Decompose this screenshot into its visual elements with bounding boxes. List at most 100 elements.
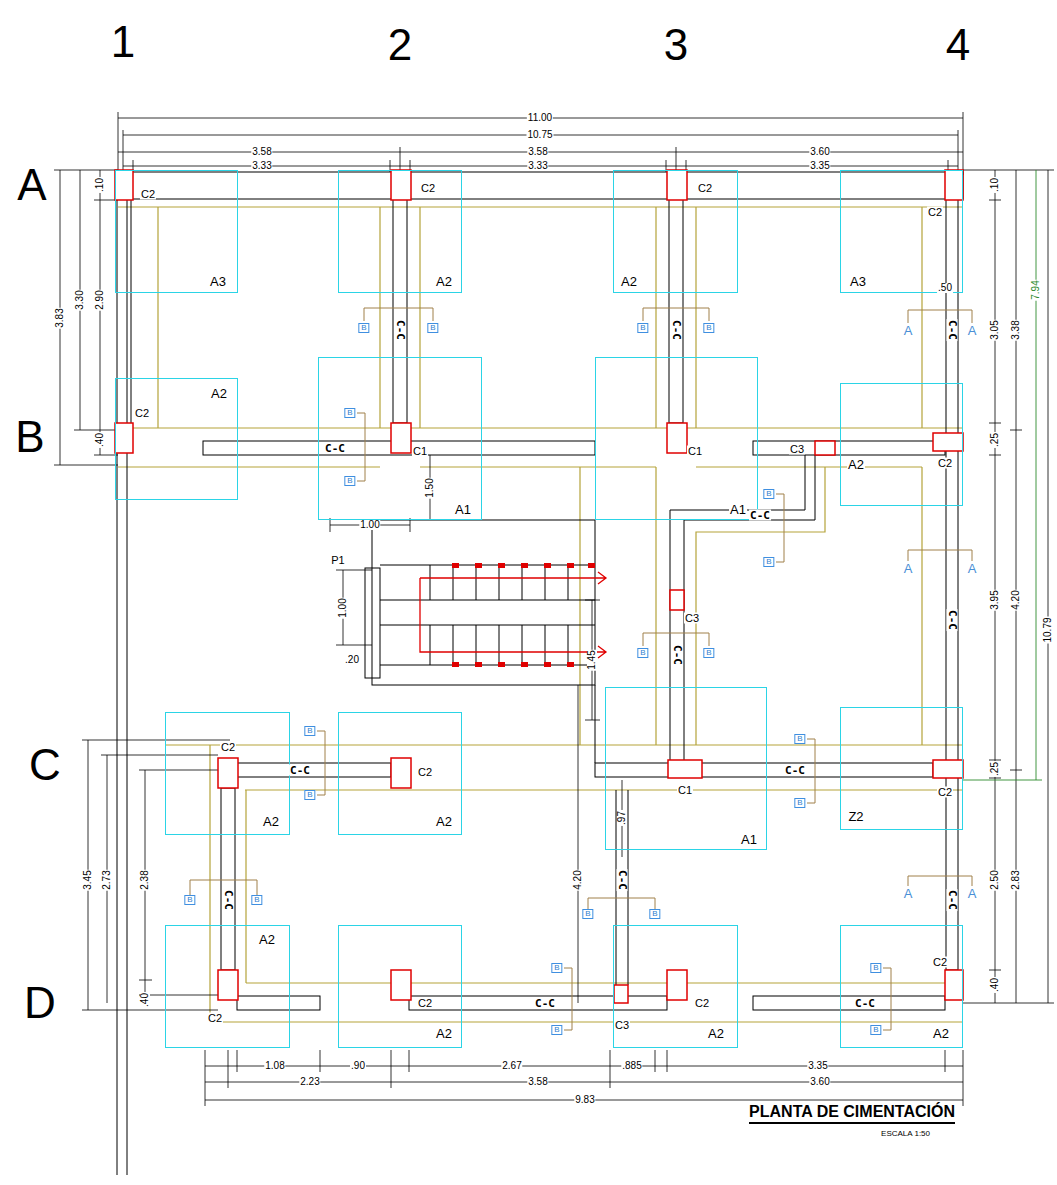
column-label: C2 bbox=[932, 957, 948, 968]
footing-label: A1 bbox=[454, 503, 472, 516]
section-tag: B bbox=[637, 323, 648, 333]
section-tag: B bbox=[870, 963, 881, 973]
dimension-text: 3.60 bbox=[809, 147, 830, 157]
dimension-text: .90 bbox=[350, 1061, 366, 1071]
dimension-text: 2.90 bbox=[95, 289, 105, 310]
column-label: C3 bbox=[684, 613, 700, 624]
footing-box: A2 bbox=[613, 170, 738, 293]
grade-beam bbox=[221, 788, 235, 970]
grade-beam bbox=[237, 763, 391, 777]
column-label: C2 bbox=[417, 767, 433, 778]
section-tag: B bbox=[870, 1025, 881, 1035]
column bbox=[115, 423, 133, 453]
dimension-text: 3.58 bbox=[527, 147, 548, 157]
section-tag: B bbox=[703, 648, 714, 658]
section-mark: C-C bbox=[671, 319, 682, 341]
column-label: P1 bbox=[330, 555, 345, 566]
dimension-line-green bbox=[963, 170, 1042, 780]
stair bbox=[365, 568, 380, 678]
column-label: C1 bbox=[677, 785, 693, 796]
axis-label: 3 bbox=[664, 23, 688, 67]
axis-label: A bbox=[17, 163, 46, 207]
dimension-text: 10.75 bbox=[526, 130, 553, 140]
dimension-text: 3.33 bbox=[251, 161, 272, 171]
grade-beam bbox=[595, 685, 628, 985]
dimension-text: 3.30 bbox=[75, 289, 85, 310]
dimension-text: .40 bbox=[990, 977, 1000, 993]
dimension-text: .50 bbox=[937, 283, 953, 293]
grade-beam bbox=[118, 172, 963, 199]
section-mark: C-C bbox=[947, 609, 958, 631]
section-mark: C-C bbox=[854, 998, 876, 1009]
section-tag: B bbox=[184, 895, 195, 905]
column-label: C2 bbox=[420, 183, 436, 194]
axis-label: C bbox=[29, 743, 61, 787]
column bbox=[933, 433, 963, 451]
footing-label: A2 bbox=[932, 1027, 950, 1040]
footing-box: A2 bbox=[338, 170, 462, 293]
footing-box: Z2 bbox=[840, 707, 963, 830]
axis-label: 4 bbox=[946, 23, 970, 67]
dimension-text: 2.73 bbox=[102, 869, 112, 890]
footing-box: A2 bbox=[840, 383, 963, 506]
column-label: C2 bbox=[140, 189, 156, 200]
footing-box: A3 bbox=[115, 170, 238, 293]
stair-marks bbox=[588, 563, 595, 568]
column bbox=[945, 170, 963, 200]
footing-label: A2 bbox=[435, 275, 453, 288]
stair bbox=[430, 565, 568, 665]
grade-beam bbox=[393, 199, 407, 423]
grade-beam bbox=[595, 763, 933, 777]
column bbox=[115, 170, 133, 200]
section-tag: B bbox=[344, 408, 355, 418]
column-label: C2 bbox=[207, 1013, 223, 1024]
dimension-line bbox=[82, 740, 230, 1010]
dimension-text: 2.67 bbox=[501, 1061, 522, 1071]
dimension-text: 3.33 bbox=[527, 161, 548, 171]
footing-label: A2 bbox=[210, 387, 228, 400]
dimension-text: 3.58 bbox=[527, 1077, 548, 1087]
dimension-text: 1.45 bbox=[587, 649, 597, 670]
dimension-text: 2.38 bbox=[140, 869, 150, 890]
column bbox=[667, 423, 687, 453]
dimension-text: 4.20 bbox=[573, 869, 583, 890]
stair-marks bbox=[521, 662, 528, 667]
footing-label: A2 bbox=[258, 933, 276, 946]
dimension-text: 11.00 bbox=[527, 113, 553, 123]
dimension-text: 3.35 bbox=[809, 161, 830, 171]
footing-label: Z2 bbox=[847, 810, 864, 823]
section-mark: C-C bbox=[324, 443, 346, 454]
section-letter: A bbox=[967, 562, 978, 575]
drawing-title: PLANTA DE CIMENTACIÓN bbox=[749, 1104, 955, 1124]
stair-marks bbox=[475, 662, 482, 667]
dimension-line bbox=[205, 1050, 963, 1106]
stair bbox=[365, 520, 595, 685]
dimension-text: 10.79 bbox=[1043, 616, 1053, 643]
stair-marks bbox=[544, 662, 551, 667]
dimension-text: 4.20 bbox=[1011, 589, 1021, 610]
footing-box: A1 bbox=[605, 687, 767, 850]
footing-box: A3 bbox=[840, 170, 963, 293]
dimension-line-green bbox=[963, 170, 1042, 780]
column bbox=[670, 590, 684, 610]
footing-box: A2 bbox=[613, 925, 738, 1048]
dimension-text: 3.05 bbox=[990, 319, 1000, 340]
stair-marks bbox=[498, 662, 505, 667]
footing-box: A2 bbox=[338, 925, 462, 1048]
dimension-text: .25 bbox=[990, 761, 1000, 777]
dimension-text: 3.58 bbox=[251, 147, 272, 157]
dimension-text: 3.45 bbox=[83, 869, 93, 890]
grade-beam bbox=[117, 170, 963, 1175]
column-label: C2 bbox=[697, 183, 713, 194]
section-letter: A bbox=[903, 324, 914, 337]
section-letter: A bbox=[903, 887, 914, 900]
column-label: C2 bbox=[417, 998, 433, 1009]
dimension-line bbox=[330, 455, 622, 1003]
column-label: C1 bbox=[412, 446, 428, 457]
grade-beam bbox=[670, 455, 815, 760]
dimension-text: 3.60 bbox=[809, 1077, 830, 1087]
dimension-text: 1.50 bbox=[425, 477, 435, 498]
section-mark: C-C bbox=[534, 998, 556, 1009]
